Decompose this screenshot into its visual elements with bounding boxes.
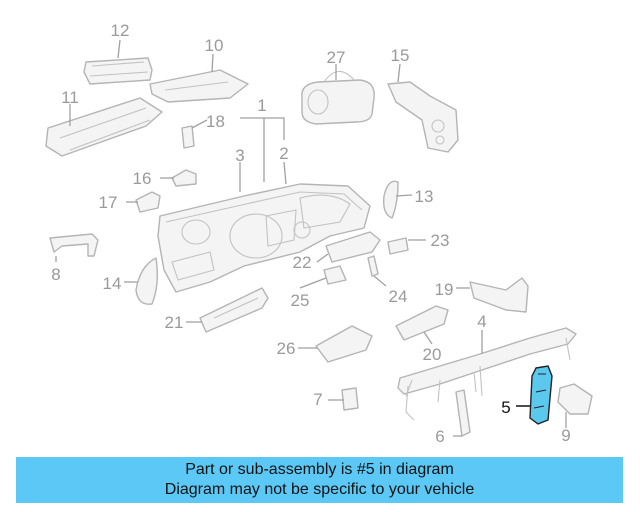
part-13	[382, 180, 399, 219]
callout-16: 16	[133, 169, 152, 188]
part-14	[135, 257, 159, 305]
callout-11: 11	[61, 88, 79, 107]
callout-14: 14	[103, 274, 122, 293]
leader-lines	[55, 39, 567, 437]
part-25	[323, 265, 347, 285]
callout-4: 4	[477, 312, 486, 331]
part-12	[83, 57, 153, 85]
callout-15: 15	[391, 46, 410, 65]
part-17	[135, 191, 161, 213]
part-21	[199, 287, 269, 333]
part-15	[387, 81, 459, 153]
parts-diagram: 12 10 11 18 27 15 1 3 2 16 17 13 8 14 22…	[45, 21, 593, 446]
callout-12: 12	[111, 21, 130, 40]
part-22	[325, 231, 381, 263]
callout-9: 9	[561, 426, 570, 445]
callout-10: 10	[205, 36, 224, 55]
callout-20: 20	[423, 345, 442, 364]
part-8	[49, 233, 99, 257]
callout-1: 1	[257, 96, 266, 115]
part-23	[387, 237, 409, 255]
callout-25: 25	[291, 291, 310, 310]
callout-3: 3	[235, 146, 244, 165]
part-16	[171, 169, 197, 187]
callout-23: 23	[431, 231, 450, 250]
part-dashboard	[157, 183, 371, 293]
part-24	[367, 255, 379, 277]
callout-22: 22	[293, 253, 312, 272]
callout-21: 21	[165, 313, 184, 332]
callout-7: 7	[313, 390, 322, 409]
part-6	[455, 389, 471, 437]
callout-2: 2	[279, 144, 288, 163]
callout-27: 27	[327, 48, 346, 67]
part-11	[45, 97, 163, 157]
banner-line-1: Part or sub-assembly is #5 in diagram	[185, 461, 454, 478]
callout-8: 8	[51, 265, 60, 284]
part-5-highlighted[interactable]	[529, 365, 553, 425]
part-20	[395, 305, 449, 341]
callout-24: 24	[389, 287, 408, 306]
callout-6: 6	[435, 427, 444, 446]
part-19	[469, 277, 529, 313]
part-26	[315, 325, 373, 363]
callout-5: 5	[501, 398, 510, 417]
part-27	[301, 70, 375, 125]
part-18	[181, 125, 195, 149]
callout-18: 18	[206, 112, 225, 131]
part-7	[341, 387, 359, 411]
part-4	[397, 327, 577, 421]
banner-line-2: Diagram may not be specific to your vehi…	[164, 481, 475, 498]
info-banner: Part or sub-assembly is #5 in diagram Di…	[16, 457, 623, 503]
part-9	[557, 383, 593, 415]
part-10	[149, 69, 249, 103]
callout-26: 26	[277, 339, 296, 358]
callout-13: 13	[415, 187, 434, 206]
callout-17: 17	[99, 193, 118, 212]
callout-19: 19	[435, 280, 454, 299]
